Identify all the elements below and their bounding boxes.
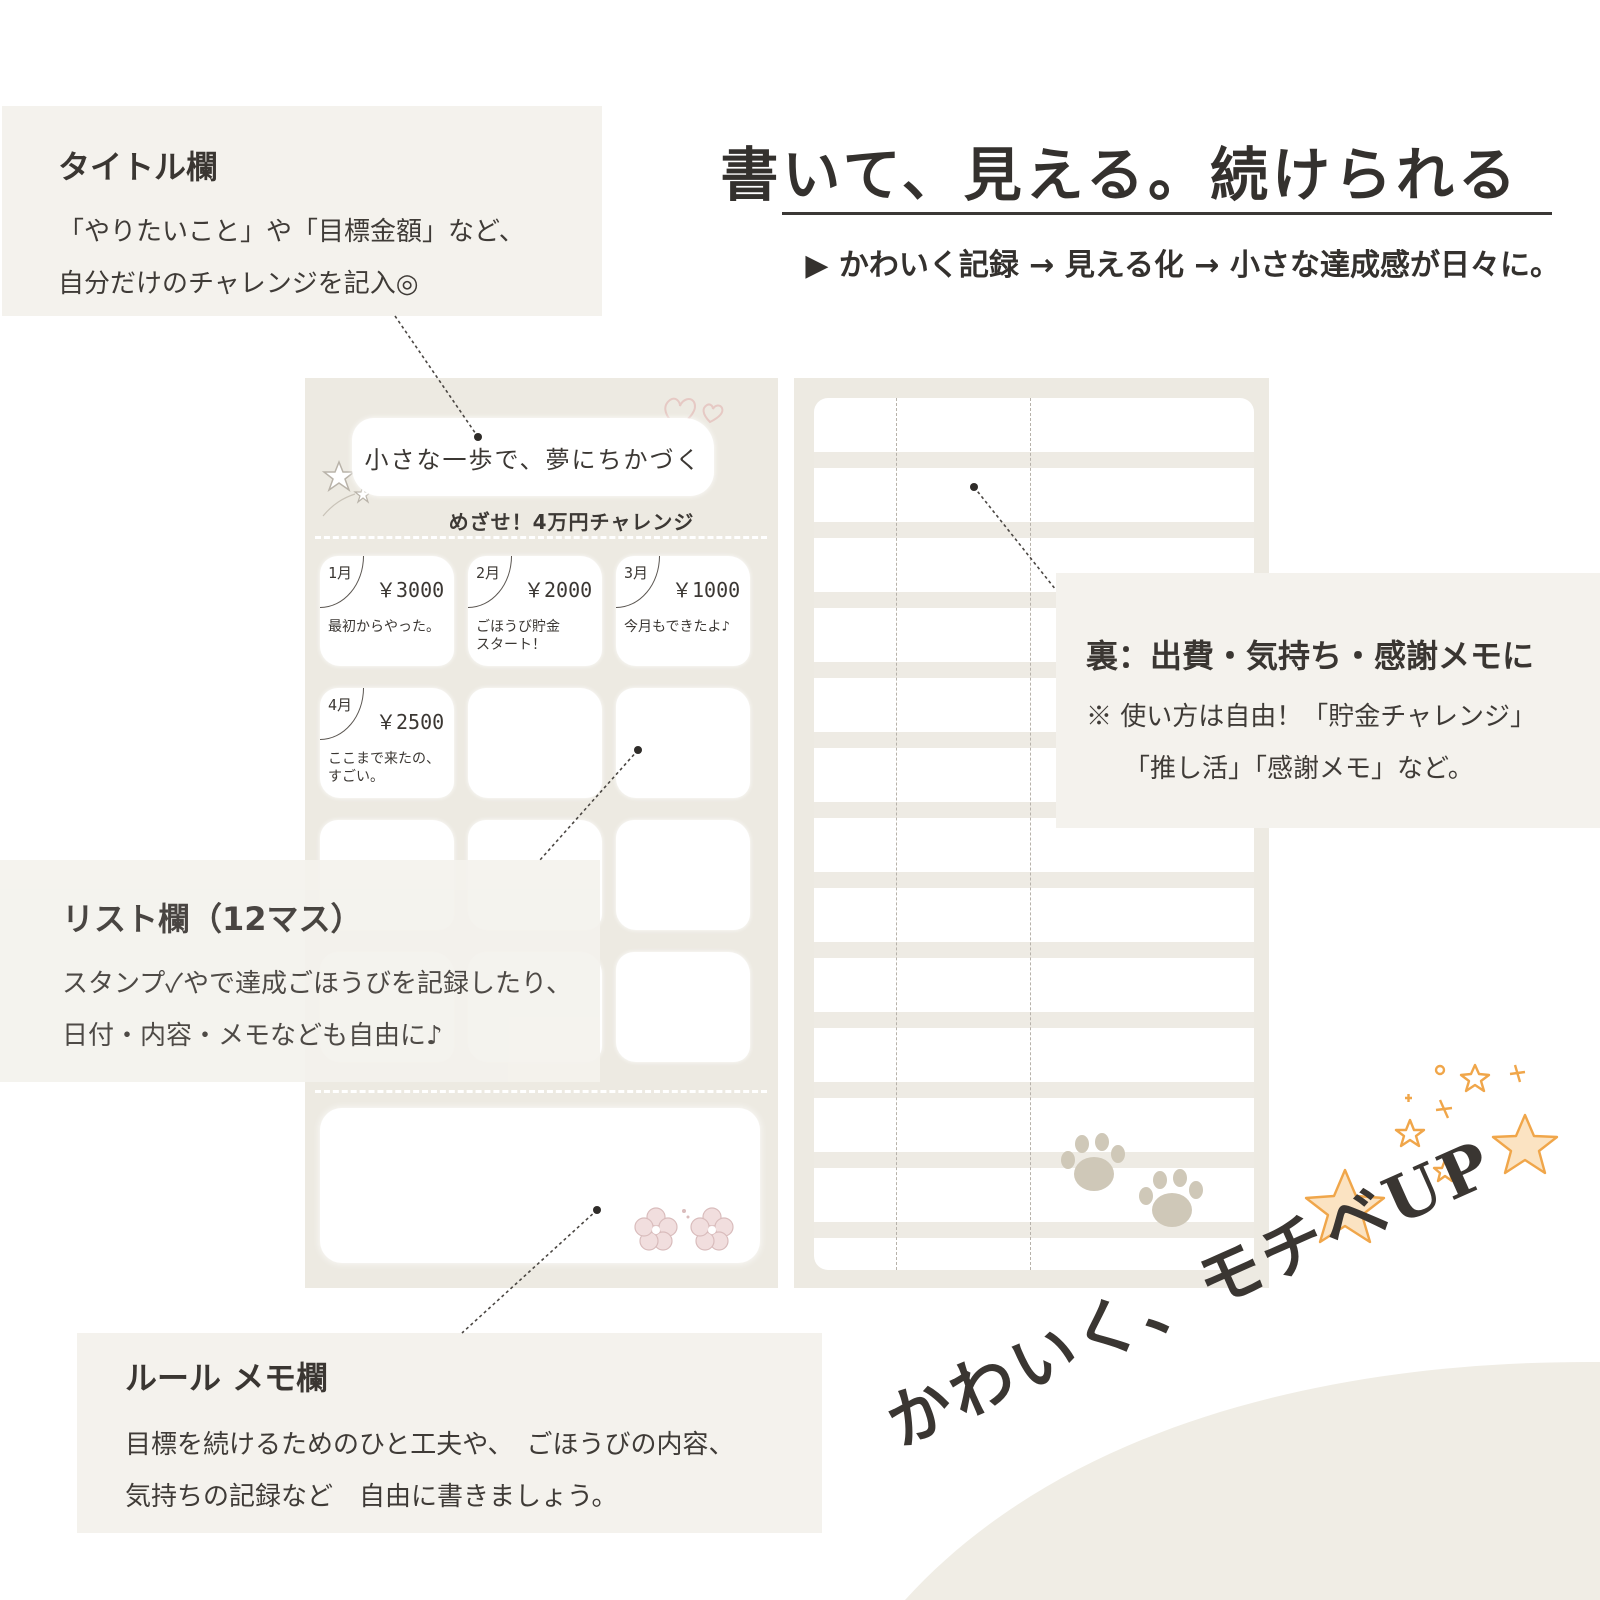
dashed-divider xyxy=(315,1090,767,1096)
cell-amount: ￥2500 xyxy=(376,710,445,734)
cell-month: 3月 xyxy=(624,564,649,582)
callout-heading: ルール メモ欄 xyxy=(125,1359,329,1397)
cell-month: 4月 xyxy=(328,696,353,714)
headline: 書いて、見える。続けられる xyxy=(720,141,1520,209)
stars-icon xyxy=(1304,1063,1559,1244)
callout-text: 「やりたいこと」や「目標金額」など、 xyxy=(58,217,525,247)
callout-text: スタンプ✓やで達成ごほうびを記録したり、 xyxy=(62,969,572,999)
list-cell-9[interactable] xyxy=(616,820,750,930)
list-cell-6[interactable] xyxy=(616,688,750,798)
list-cell-3[interactable]: 3月 ￥1000 今月もできたよ♪ xyxy=(616,556,750,666)
cell-memo: 最初からやった。 xyxy=(328,619,440,635)
back-card xyxy=(794,378,1269,1288)
back-card-lined-area[interactable] xyxy=(814,398,1254,1270)
callout-title-field: タイトル欄 「やりたいこと」や「目標金額」など、 自分だけのチャレンジを記入◎ xyxy=(2,106,602,316)
callout-text: 自分だけのチャレンジを記入◎ xyxy=(58,269,419,299)
list-cell-5[interactable] xyxy=(468,688,602,798)
callout-text: 「推し活」「感謝メモ」など。 xyxy=(1124,754,1474,784)
list-cell-1[interactable]: 1月 ￥3000 最初からやった。 xyxy=(320,556,454,666)
tagline: ▶ かわいく記録 → 見える化 → 小さな達成感が日々に。 xyxy=(805,248,1560,283)
hearts-icon xyxy=(664,397,724,430)
callout-text: 日付・内容・メモなども自由に♪ xyxy=(62,1021,443,1051)
callout-rule-memo: ルール メモ欄 目標を続けるためのひと工夫や、 ごほうびの内容、 気持ちの記録な… xyxy=(77,1333,822,1533)
front-card-title: 小さな一歩で、夢にちかづく xyxy=(352,418,714,496)
sakura-icon xyxy=(634,1207,734,1251)
cell-month: 2月 xyxy=(476,564,501,582)
cell-memo: ここまで来たの、 すごい。 xyxy=(328,751,440,785)
cell-amount: ￥1000 xyxy=(672,578,741,602)
callout-text: 気持ちの記録など 自由に書きましょう。 xyxy=(125,1482,618,1512)
callout-heading: リスト欄（12マス） xyxy=(62,900,363,938)
headline-underline xyxy=(782,212,1552,215)
list-cell-2[interactable]: 2月 ￥2000 ごほうび貯金 スタート！ xyxy=(468,556,602,666)
callout-list-field: リスト欄（12マス） スタンプ✓やで達成ごほうびを記録したり、 日付・内容・メモ… xyxy=(0,860,600,1082)
cell-amount: ￥2000 xyxy=(524,578,593,602)
callout-back-side: 裏：出費・気持ち・感謝メモに ※ 使い方は自由！「貯金チャレンジ」 「推し活」「… xyxy=(1056,573,1600,828)
callout-heading: タイトル欄 xyxy=(58,148,219,186)
callout-text: ※ 使い方は自由！「貯金チャレンジ」 xyxy=(1086,702,1537,732)
callout-text: 目標を続けるためのひと工夫や、 ごほうびの内容、 xyxy=(125,1430,735,1460)
column-divider xyxy=(896,398,897,1270)
cell-memo: ごほうび貯金 スタート！ xyxy=(476,619,560,653)
list-cell-12[interactable] xyxy=(616,952,750,1062)
rule-memo-box[interactable] xyxy=(320,1108,760,1263)
dashed-divider xyxy=(315,536,767,542)
list-cell-4[interactable]: 4月 ￥2500 ここまで来たの、 すごい。 xyxy=(320,688,454,798)
cell-month: 1月 xyxy=(328,564,353,582)
cell-memo: 今月もできたよ♪ xyxy=(624,619,730,635)
front-card-subtitle: めざせ！4万円チャレンジ xyxy=(448,510,695,534)
cell-amount: ￥3000 xyxy=(376,578,445,602)
front-card: 小さな一歩で、夢にちかづく めざせ！4万円チャレンジ 1月 ￥3000 最初から… xyxy=(305,378,778,1288)
column-divider xyxy=(1030,398,1031,1270)
paw-print-icon xyxy=(1061,1133,1203,1227)
callout-heading: 裏：出費・気持ち・感謝メモに xyxy=(1086,637,1535,675)
